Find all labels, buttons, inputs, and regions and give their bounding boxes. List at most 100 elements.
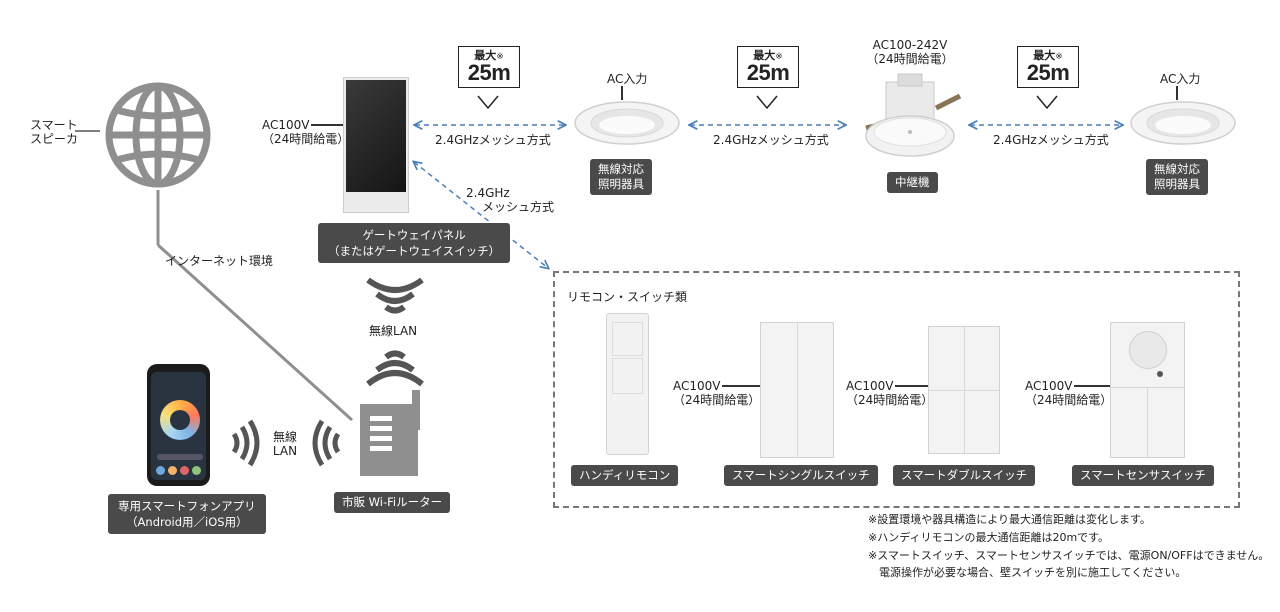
double-switch-power-line2: （24時間給電） — [846, 393, 934, 407]
distance-callout-3: 最大※ 25m — [1017, 46, 1079, 88]
light1-input-line — [621, 86, 623, 100]
distance-1-value: 25m — [467, 60, 511, 85]
wifi-up-icon — [366, 350, 424, 387]
sensor-switch-power-line2: （24時間給電） — [1025, 393, 1113, 407]
wifi-down-icon — [366, 277, 424, 314]
single-switch-power-line2: （24時間給電） — [673, 393, 761, 407]
remote-switch-group — [553, 271, 1240, 508]
handy-remote-label: ハンディリモコン — [571, 465, 679, 486]
app-slider — [157, 454, 203, 460]
note-1: ※設置環境や器具構造により最大通信距離は変化します。 — [868, 513, 1151, 526]
double-switch-device — [928, 326, 1000, 454]
distance-callout-2: 最大※ 25m — [737, 46, 799, 88]
distance-2-mark: ※ — [775, 52, 783, 62]
double-switch-hdivider — [929, 390, 999, 391]
distance-2-top: 最大 — [753, 49, 776, 62]
distance-pointer-3 — [1036, 95, 1058, 110]
wlan-gateway-label: 無線LAN — [369, 324, 418, 338]
sensor-switch-hdivider — [1111, 387, 1184, 388]
light1-name-line1: 無線対応 — [598, 162, 644, 176]
phone-wlan-line2: LAN — [272, 444, 298, 458]
light2-name-line1: 無線対応 — [1154, 162, 1200, 176]
gateway-panel-device — [343, 77, 409, 213]
smartphone-screen — [151, 372, 206, 480]
phone-wlan-label: 無線 LAN — [268, 430, 302, 458]
double-switch-label: スマートダブルスイッチ — [893, 465, 1036, 486]
sensor-switch-power: AC100V （24時間給電） — [1025, 379, 1112, 407]
repeater-name-label: 中継機 — [887, 172, 938, 193]
phone-name-line1: 専用スマートフォンアプリ — [118, 499, 256, 513]
router-icon — [360, 390, 420, 476]
speaker-label-line1: スマート — [30, 118, 78, 132]
mesh-label-2: 2.4GHzメッシュ方式 — [713, 133, 829, 147]
remote-button-block-2 — [612, 358, 643, 394]
light2-input: AC入力 — [1160, 72, 1201, 86]
single-switch-label: スマートシングルスイッチ — [724, 465, 878, 486]
sensor-switch-divider — [1147, 387, 1148, 457]
gateway-name-label: ゲートウェイパネル （またはゲートウェイスイッチ） — [318, 223, 511, 263]
gateway-power-line2: （24時間給電） — [262, 132, 350, 146]
mesh-link-diagonal — [414, 162, 548, 268]
light2-downlight-icon — [1130, 101, 1236, 145]
gateway-panel-screen — [346, 80, 406, 192]
repeater-power: AC100-242V （24時間給電） — [855, 38, 965, 66]
note-3: ※スマートスイッチ、スマートセンサスイッチでは、電源ON/OFFはできません。 — [868, 549, 1270, 562]
light1-input: AC入力 — [607, 72, 648, 86]
repeater-power-line1: AC100-242V — [872, 38, 948, 52]
app-dot-1 — [156, 466, 165, 475]
speaker-label: スマート スピーカ — [30, 118, 78, 146]
phone-name-line2: （Android用／iOS用） — [126, 515, 248, 529]
sensor-switch-device — [1110, 322, 1185, 458]
distance-3-value: 25m — [1026, 60, 1070, 85]
single-switch-divider — [797, 323, 798, 457]
motion-sensor-icon — [1129, 331, 1167, 369]
color-wheel-center — [170, 410, 190, 430]
light2-input-line — [1176, 86, 1178, 100]
router-wifi-icon — [312, 419, 341, 467]
light2-name-label: 無線対応 照明器具 — [1146, 159, 1208, 195]
light1-downlight-icon — [574, 101, 680, 145]
handy-remote-device — [606, 313, 649, 455]
light1-name-label: 無線対応 照明器具 — [590, 159, 652, 195]
internet-label: インターネット環境 — [165, 254, 274, 268]
mesh-label-diagonal: 2.4GHz メッシュ方式 — [466, 186, 554, 214]
internet-diagonal-line — [156, 243, 354, 422]
double-switch-power-line — [895, 385, 928, 387]
distance-callout-1: 最大※ 25m — [458, 46, 520, 88]
app-dot-2 — [168, 466, 177, 475]
mesh-label-1: 2.4GHzメッシュ方式 — [435, 133, 551, 147]
phone-app-label: 専用スマートフォンアプリ （Android用／iOS用） — [108, 494, 266, 534]
mesh-diag-line1: 2.4GHz — [466, 186, 510, 200]
phone-wlan-line1: 無線 — [272, 430, 297, 444]
remote-group-title: リモコン・スイッチ類 — [567, 290, 688, 304]
distance-1-top: 最大 — [474, 49, 497, 62]
gateway-power-line — [311, 124, 345, 126]
note-2: ※ハンディリモコンの最大通信距離は20mです。 — [868, 531, 1110, 544]
light2-name-line2: 照明器具 — [1154, 177, 1200, 191]
gateway-name-line2: （またはゲートウェイスイッチ） — [328, 244, 501, 258]
app-dot-3 — [180, 466, 189, 475]
smartphone-device — [147, 364, 210, 486]
sensor-switch-power-line1: AC100V — [1025, 379, 1073, 393]
distance-pointer-1 — [477, 95, 499, 110]
remote-button-block-1 — [612, 322, 643, 356]
app-dot-4 — [192, 466, 201, 475]
repeater-power-line2: （24時間給電） — [866, 52, 954, 66]
gateway-power: AC100V （24時間給電） — [262, 118, 349, 146]
sensor-switch-label: スマートセンサスイッチ — [1072, 465, 1214, 486]
distance-2-value: 25m — [746, 60, 790, 85]
router-name-label: 市販 Wi-Fiルーター — [334, 492, 451, 513]
single-switch-power: AC100V （24時間給電） — [673, 379, 760, 407]
single-switch-power-line1: AC100V — [673, 379, 721, 393]
globe-icon — [105, 82, 211, 188]
single-switch-power-line — [722, 385, 760, 387]
mesh-label-3: 2.4GHzメッシュ方式 — [993, 133, 1109, 147]
distance-3-top: 最大 — [1033, 49, 1056, 62]
double-switch-power: AC100V （24時間給電） — [846, 379, 933, 407]
distance-pointer-2 — [756, 95, 778, 110]
mesh-diag-line2: メッシュ方式 — [482, 200, 555, 214]
sensor-led — [1157, 371, 1163, 377]
sensor-switch-power-line — [1074, 385, 1110, 387]
double-switch-power-line1: AC100V — [846, 379, 894, 393]
